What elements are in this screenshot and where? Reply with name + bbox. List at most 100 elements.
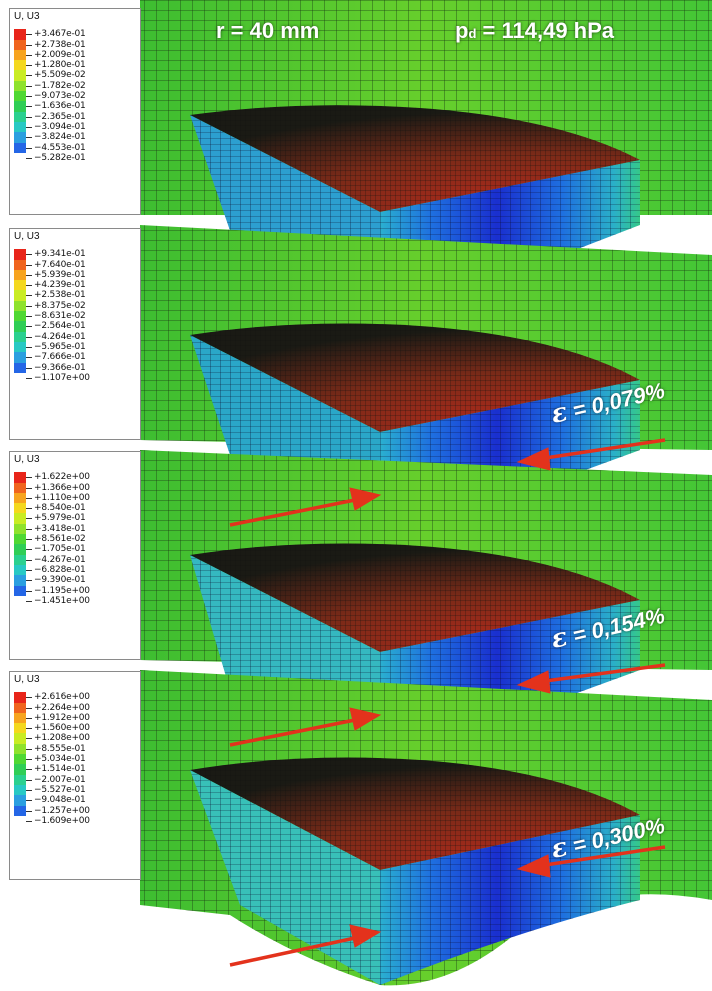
legend-row: +1.912e+00 <box>14 709 140 724</box>
legend-value: +1.622e+00 <box>34 472 90 483</box>
legend-swatch <box>14 733 26 744</box>
radius-label: r = 40 mm <box>216 18 320 43</box>
legend-value: +7.640e-01 <box>34 259 86 270</box>
legend-tick <box>26 528 32 530</box>
legend-tick <box>26 357 32 359</box>
legend-value: −9.073e-02 <box>34 91 86 102</box>
legend-row: −1.609e+00 <box>14 812 140 826</box>
legend-value: +8.561e-02 <box>34 534 86 545</box>
legend-value: +1.280e-01 <box>34 60 86 71</box>
legend-value: +9.341e-01 <box>34 249 86 260</box>
legend-value: −1.451e+00 <box>34 595 90 606</box>
legend-row: +2.616e+00 <box>14 688 140 703</box>
legend-title: U, U3 <box>14 454 40 465</box>
legend-tick <box>26 518 32 520</box>
legend-swatch <box>14 60 26 71</box>
legend-tick <box>26 336 32 338</box>
legend-value: −5.965e-01 <box>34 341 86 352</box>
legend-row: −1.636e-01 <box>14 97 140 112</box>
legend-tick <box>26 549 32 551</box>
arrow-left-3 <box>516 845 666 878</box>
legend-tick <box>26 789 32 791</box>
legend-value: +1.560e+00 <box>34 723 90 734</box>
legend-swatch <box>14 280 26 291</box>
legend-row: −8.631e-02 <box>14 307 140 322</box>
legend-swatch <box>14 575 26 586</box>
legend-tick <box>26 346 32 348</box>
legend-tick <box>26 728 32 730</box>
legend-swatch <box>14 712 26 724</box>
legend-tick <box>26 497 32 499</box>
legend-title: U, U3 <box>14 231 40 242</box>
legend-row: +2.264e+00 <box>14 699 140 713</box>
legend-tick <box>26 274 32 276</box>
legend-swatch <box>14 564 26 576</box>
legend-row: +8.555e-01 <box>14 740 140 755</box>
legend-tick <box>26 254 32 256</box>
legend-tick <box>26 285 32 287</box>
legend-row: −1.107e+00 <box>14 369 140 383</box>
legend-row: −4.267e-01 <box>14 551 140 565</box>
legend-row: −3.824e-01 <box>14 128 140 143</box>
legend-row: −2.365e-01 <box>14 108 140 122</box>
legend-title: U, U3 <box>14 11 40 22</box>
legend-value: −9.048e-01 <box>34 795 86 806</box>
legend-swatch <box>14 259 26 270</box>
legend-tick <box>26 326 32 328</box>
legend-swatch <box>14 321 26 332</box>
legend-value: −4.264e-01 <box>34 331 86 342</box>
arrow-left-2 <box>516 663 666 694</box>
legend-swatch <box>14 142 26 153</box>
pressure-value: = 114,49 hPa <box>476 18 615 43</box>
legend-tick <box>26 116 32 118</box>
legend-tick <box>26 800 32 802</box>
legend-value: −5.282e-01 <box>34 152 86 163</box>
legend-value: −4.267e-01 <box>34 554 86 565</box>
legend-row: −2.007e-01 <box>14 771 140 785</box>
arrow-right-1 <box>229 487 382 527</box>
legend-value: −2.365e-01 <box>34 111 86 122</box>
legend-tick <box>26 377 32 379</box>
legend-1: U, U3+3.467e-01+2.738e-01+2.009e-01+1.28… <box>9 8 141 215</box>
legend-row: −9.366e-01 <box>14 359 140 373</box>
legend-value: −1.257e+00 <box>34 805 90 816</box>
legend-value: +5.979e-01 <box>34 513 86 524</box>
legend-row: −1.195e+00 <box>14 582 140 596</box>
legend-value: −2.564e-01 <box>34 321 86 332</box>
legend-row: −5.282e-01 <box>14 149 140 163</box>
legend-row: −5.965e-01 <box>14 338 140 353</box>
legend-swatch <box>14 101 26 112</box>
legend-tick <box>26 75 32 77</box>
legend-value: −2.007e-01 <box>34 774 86 785</box>
legend-tick <box>26 106 32 108</box>
slice-1 <box>140 0 712 325</box>
legend-row: +8.375e-02 <box>14 297 140 312</box>
slice-4 <box>140 670 712 986</box>
arrow-right-3 <box>229 924 382 967</box>
legend-value: +2.538e-01 <box>34 290 86 301</box>
legend-swatch <box>14 692 26 703</box>
legend-swatch <box>14 311 26 322</box>
legend-tick <box>26 600 32 602</box>
legend-row: −1.451e+00 <box>14 592 140 606</box>
legend-tick <box>26 305 32 307</box>
legend-row: +1.366e+00 <box>14 479 140 493</box>
legend-swatch <box>14 249 26 260</box>
legend-swatch <box>14 743 26 755</box>
legend-swatch <box>14 352 26 363</box>
legend-row: +1.514e-01 <box>14 760 140 775</box>
legend-row: +2.738e-01 <box>14 36 140 50</box>
legend-row: −7.666e-01 <box>14 348 140 363</box>
legend-3: U, U3+1.622e+00+1.366e+00+1.110e+00+8.54… <box>9 451 141 660</box>
legend-swatch <box>14 723 26 734</box>
legend-value: +3.467e-01 <box>34 29 86 40</box>
legend-swatch <box>14 331 26 342</box>
legend-swatch <box>14 795 26 806</box>
legend-tick <box>26 137 32 139</box>
legend-swatch <box>14 121 26 133</box>
legend-row: +3.418e-01 <box>14 520 140 535</box>
legend-tick <box>26 96 32 98</box>
legend-tick <box>26 779 32 781</box>
legend-row: −1.257e+00 <box>14 802 140 816</box>
legend-value: +1.110e+00 <box>34 492 90 503</box>
